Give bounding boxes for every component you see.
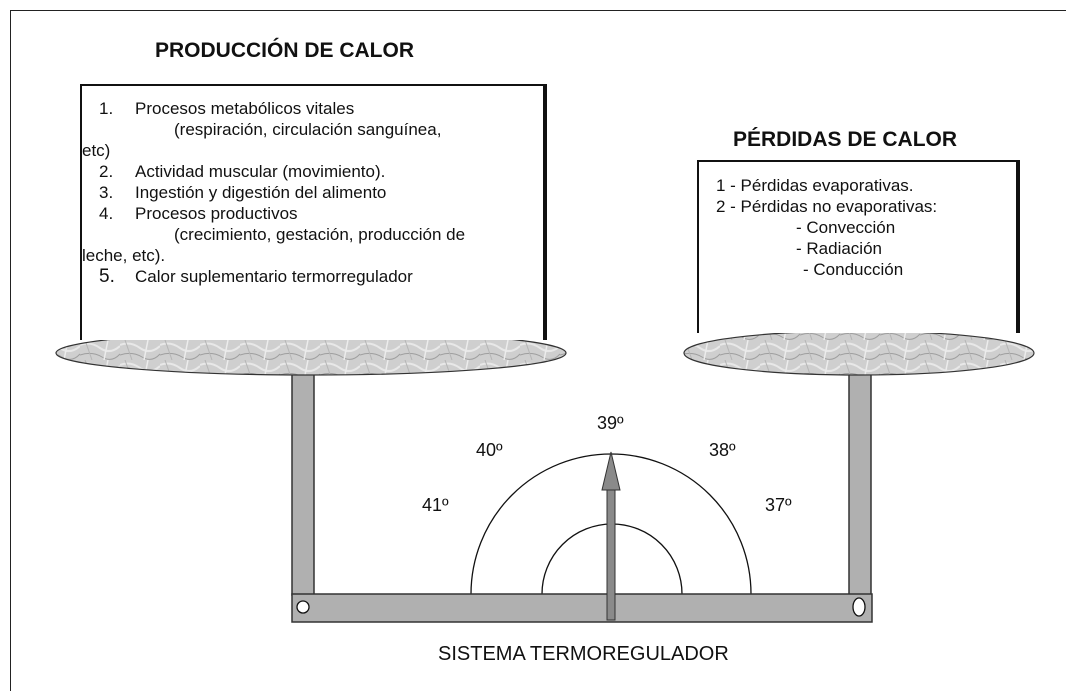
production-item-detail: (respiración, circulación sanguínea, [174, 120, 442, 139]
production-item: 1. Procesos metabólicos vitales [99, 98, 543, 119]
dial-label-38: 38º [709, 440, 736, 460]
production-item-number: 1. [99, 99, 114, 118]
loss-item-2: 2 - Pérdidas no evaporativas: [716, 197, 938, 216]
loss-subitem-radiation: - Radiación [796, 239, 882, 258]
losses-title: PÉRDIDAS DE CALOR [733, 128, 958, 151]
dial-label-41: 41º [422, 495, 449, 515]
production-item: 2. Actividad muscular (movimiento). [99, 161, 543, 182]
production-item-text: Procesos productivos [135, 204, 298, 223]
dial-label-39: 39º [597, 413, 624, 433]
left-post [291, 364, 315, 596]
right-plate [683, 330, 1035, 376]
losses-box: 1 - Pérdidas evaporativas. 2 - Pérdidas … [697, 160, 1020, 333]
production-box: 1. Procesos metabólicos vitales (respiraci… [80, 84, 547, 340]
production-item: 3. Ingestión y digestión del alimento [99, 182, 543, 203]
loss-item-1: 1 - Pérdidas evaporativas. [716, 176, 914, 195]
base-bar [291, 593, 873, 623]
production-item-text: Procesos metabólicos vitales [135, 99, 355, 118]
diagram-caption: SISTEMA TERMOREGULADOR [438, 643, 729, 665]
loss-subitem-convection: - Convección [796, 218, 896, 237]
production-item-number: 5. [99, 266, 115, 287]
production-item: 4. Procesos productivos [99, 203, 543, 224]
production-item-number: 2. [99, 162, 114, 181]
right-pivot-hole [852, 597, 866, 617]
production-item: 5. Calor suplementario termorregulador [99, 266, 543, 287]
production-list: 1. Procesos metabólicos vitales (respiraci… [82, 98, 543, 287]
production-title: PRODUCCIÓN DE CALOR [155, 39, 415, 62]
production-item-number: 3. [99, 183, 114, 202]
left-pivot-hole [296, 600, 310, 614]
loss-subitem-conduction: - Conducción [803, 260, 904, 279]
production-item-detail-wrap: leche, etc). [82, 246, 166, 265]
arrow-head [601, 451, 621, 491]
production-item-text: Ingestión y digestión del alimento [135, 183, 387, 202]
dial-label-37: 37º [765, 495, 792, 515]
production-item-number: 4. [99, 204, 114, 223]
production-item-detail-wrap: etc) [82, 141, 111, 160]
right-post [848, 364, 872, 596]
arrow-shaft [606, 487, 616, 621]
production-item-text: Calor suplementario termorregulador [135, 267, 413, 286]
production-item-detail: (crecimiento, gestación, producción de [174, 225, 466, 244]
dial-label-40: 40º [476, 440, 503, 460]
production-item-text: Actividad muscular (movimiento). [135, 162, 386, 181]
figure-frame [10, 10, 1066, 691]
